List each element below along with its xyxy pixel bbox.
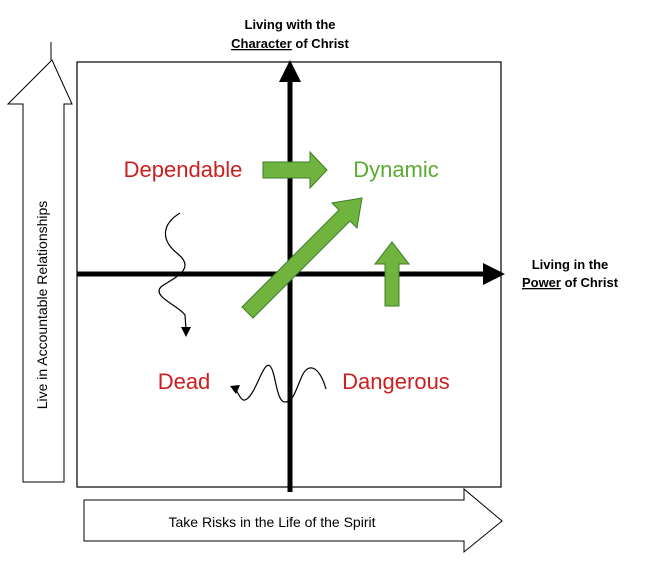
squiggle-arrow-left-head — [230, 385, 240, 394]
bottom-arrow-label: Take Risks in the Life of the Spirit — [169, 514, 376, 530]
green-arrow-diagonal — [241, 197, 363, 319]
top-axis-label-rest: of Christ — [292, 36, 350, 51]
right-axis-label-line2: Power of Christ — [522, 275, 619, 290]
left-arrow-label: Live in Accountable Relationships — [34, 201, 50, 410]
bottom-risk-arrow — [83, 487, 503, 554]
green-arrow-right — [262, 150, 328, 190]
top-axis-label-line2: Character of Christ — [231, 36, 349, 51]
quadrant-label-dead: Dead — [158, 369, 211, 394]
left-accountability-arrow — [6, 59, 73, 483]
right-axis-label-line1: Living in the — [532, 257, 609, 272]
vertical-axis-arrowhead — [279, 60, 301, 82]
quadrant-label-dependable: Dependable — [124, 157, 243, 182]
quadrant-label-dangerous: Dangerous — [342, 369, 450, 394]
right-axis-label-underlined: Power — [522, 275, 561, 290]
quadrant-label-dynamic: Dynamic — [353, 157, 439, 182]
squiggle-arrow-down — [158, 212, 187, 330]
top-axis-label-underlined: Character — [231, 36, 292, 51]
right-axis-label-rest: of Christ — [561, 275, 619, 290]
green-arrow-up — [373, 241, 411, 307]
horizontal-axis-arrowhead — [483, 263, 505, 285]
squiggle-arrow-left — [235, 364, 327, 403]
top-axis-label-line1: Living with the — [245, 17, 336, 32]
squiggle-arrow-down-head — [181, 327, 191, 337]
